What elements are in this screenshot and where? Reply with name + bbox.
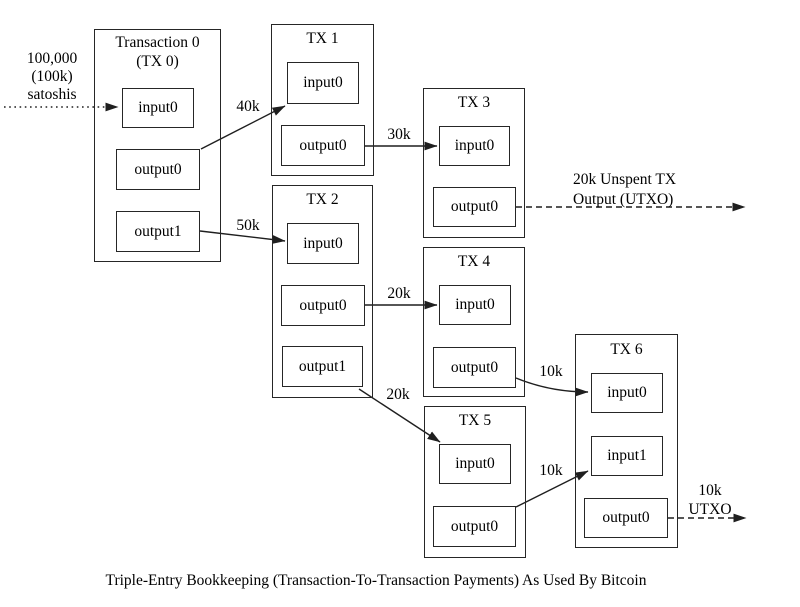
tx4-title: TX 4: [457, 253, 491, 270]
tx2-box: [272, 185, 373, 398]
tx3-output0-label: output0: [450, 198, 499, 215]
tx5-input0-label: input0: [455, 455, 495, 472]
tx6-output0: output0: [584, 498, 668, 538]
tx6-input0-label: input0: [607, 384, 647, 401]
tx3-input0-label: input0: [454, 137, 495, 154]
tx0-output0: output0: [116, 149, 200, 190]
tx0-title: Transaction 0 (TX 0): [94, 33, 221, 71]
flow-label-20k-b: 20k: [386, 386, 410, 403]
source-amount-line2: (100k): [31, 68, 73, 85]
tx3-input0: input0: [439, 126, 510, 166]
tx5-title: TX 5: [458, 412, 492, 429]
tx4-input0-label: input0: [455, 296, 495, 313]
tx2-title: TX 2: [306, 191, 339, 208]
tx6-input0: input0: [591, 373, 663, 413]
tx4-input0: input0: [439, 285, 511, 325]
tx2-input0: input0: [287, 223, 359, 264]
tx6-input1: input1: [591, 436, 663, 476]
tx1-box: [271, 24, 374, 176]
tx2-input0-label: input0: [303, 234, 343, 252]
tx6-title: TX 6: [610, 341, 643, 358]
source-amount-line3: satoshis: [27, 86, 77, 103]
tx2-output1: output1: [282, 346, 363, 387]
tx6-box: [575, 334, 678, 548]
tx0-output1-label: output1: [134, 222, 182, 240]
tx3-box: [423, 88, 525, 238]
tx5-output0: output0: [433, 506, 516, 547]
utxo-20k-note-line2: Output (UTXO): [573, 191, 674, 208]
flow-label-10k-b: 10k: [539, 462, 563, 479]
utxo-10k-note-line1: 10k: [698, 482, 722, 499]
diagram-caption: Triple-Entry Bookkeeping (Transaction-To…: [105, 572, 647, 589]
tx1-input0-label: input0: [303, 74, 343, 91]
tx4-output0: output0: [433, 347, 516, 388]
source-amount-line1: 100,000: [26, 50, 78, 67]
tx2-output1-label: output1: [298, 357, 347, 375]
tx1-output0-label: output0: [299, 136, 347, 154]
tx5-box: [424, 406, 526, 558]
tx1-input0: input0: [287, 62, 359, 104]
flow-label-40k: 40k: [236, 98, 260, 115]
tx6-output0-label: output0: [602, 509, 650, 526]
utxo-20k-note-line1: 20k Unspent TX: [573, 171, 677, 188]
tx3-output0: output0: [433, 187, 516, 227]
flow-label-30k: 30k: [387, 126, 411, 143]
tx4-output0-label: output0: [450, 358, 499, 376]
utxo-10k-note-line2: UTXO: [688, 501, 732, 518]
tx0-output0-label: output0: [134, 160, 182, 178]
source-amount-note: 100,000 (100k) satoshis: [27, 50, 77, 104]
tx3-title: TX 3: [457, 94, 491, 111]
tx0-output1: output1: [116, 211, 200, 252]
tx2-output0-label: output0: [299, 296, 347, 314]
tx1-title: TX 1: [306, 30, 339, 47]
tx5-output0-label: output0: [450, 517, 499, 535]
tx1-output0: output0: [281, 125, 365, 166]
tx5-input0: input0: [439, 444, 511, 484]
tx4-box: [423, 247, 525, 397]
tx0-input0: input0: [122, 88, 194, 128]
tx0-box: [94, 29, 221, 262]
tx0-input0-label: input0: [138, 99, 178, 116]
flow-label-50k: 50k: [236, 217, 260, 234]
flow-label-20k-a: 20k: [387, 285, 411, 302]
utxo-10k-note: 10k UTXO: [688, 481, 731, 519]
tx6-input1-label: input1: [607, 447, 647, 464]
tx2-output0: output0: [281, 285, 365, 326]
tx0-title-line2: (TX 0): [136, 53, 179, 70]
utxo-20k-note: 20k Unspent TX Output (UTXO): [573, 170, 676, 210]
tx0-title-line1: Transaction 0: [115, 34, 200, 51]
flow-label-10k-a: 10k: [539, 363, 563, 380]
